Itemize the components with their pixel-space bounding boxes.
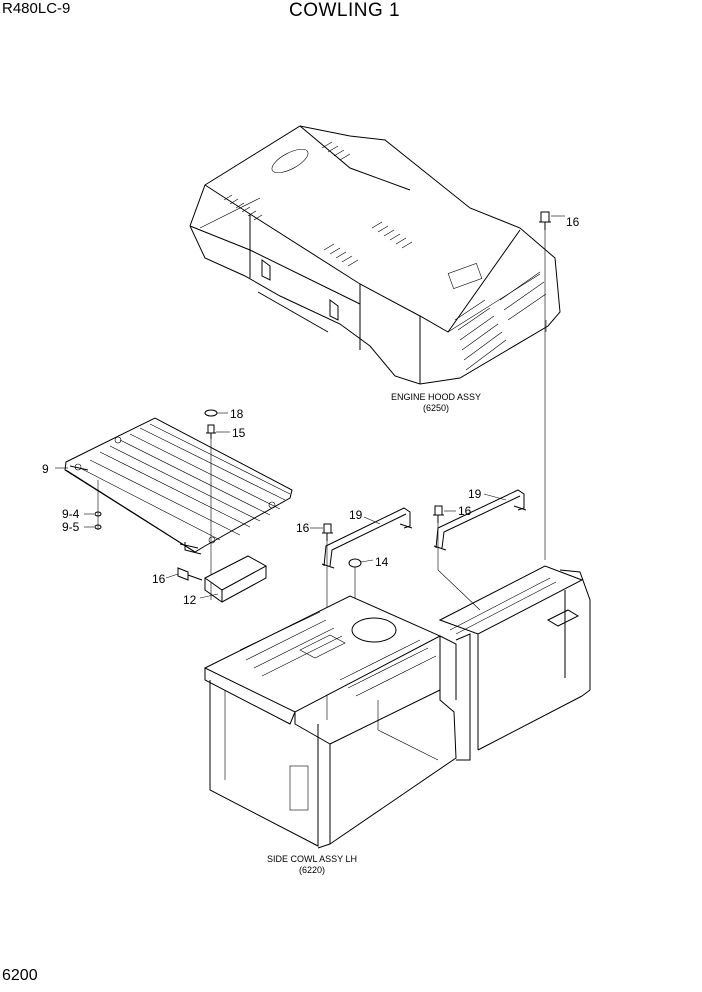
callout-16-mid-left: 16 [296, 521, 310, 535]
bolt-16-low [165, 567, 203, 581]
fastener-18 [204, 409, 228, 417]
page-title: COWLING 1 [289, 0, 401, 21]
callout-15: 15 [232, 426, 246, 440]
side-cowl-drawing [203, 565, 591, 849]
bolt-16-top [539, 211, 565, 560]
callout-9: 9 [42, 462, 49, 476]
callout-16-top: 16 [566, 215, 580, 229]
bolt-16-mid-right [433, 505, 481, 611]
engine-hood-assy-label: ENGINE HOOD ASSY [391, 392, 481, 402]
callout-12: 12 [183, 593, 197, 607]
callout-16-mid-right: 16 [458, 504, 472, 518]
fastener-9-4 [84, 511, 102, 517]
page-number: 6200 [2, 967, 38, 984]
engine-hood-drawing [189, 125, 561, 385]
callout-9-5: 9-5 [62, 520, 80, 534]
fastener-9-5 [84, 480, 102, 530]
side-cowl-assy-ref: (6220) [299, 865, 325, 875]
callout-9-4: 9-4 [62, 507, 80, 521]
callout-19-left: 19 [349, 508, 363, 522]
callout-18: 18 [230, 407, 244, 421]
callout-16-low: 16 [152, 572, 166, 586]
bracket-12 [199, 555, 268, 603]
model-number: R480LC-9 [2, 0, 71, 17]
callout-19-right: 19 [468, 487, 482, 501]
perforated-plate-9 [64, 417, 293, 555]
callout-14: 14 [375, 555, 389, 569]
handrail-19-right [433, 489, 527, 551]
side-cowl-assy-label: SIDE COWL ASSY LH [267, 854, 357, 864]
handrail-19-left [321, 507, 413, 569]
engine-hood-assy-ref: (6250) [423, 403, 449, 413]
fastener-15 [206, 424, 230, 600]
cap-14 [348, 558, 374, 600]
